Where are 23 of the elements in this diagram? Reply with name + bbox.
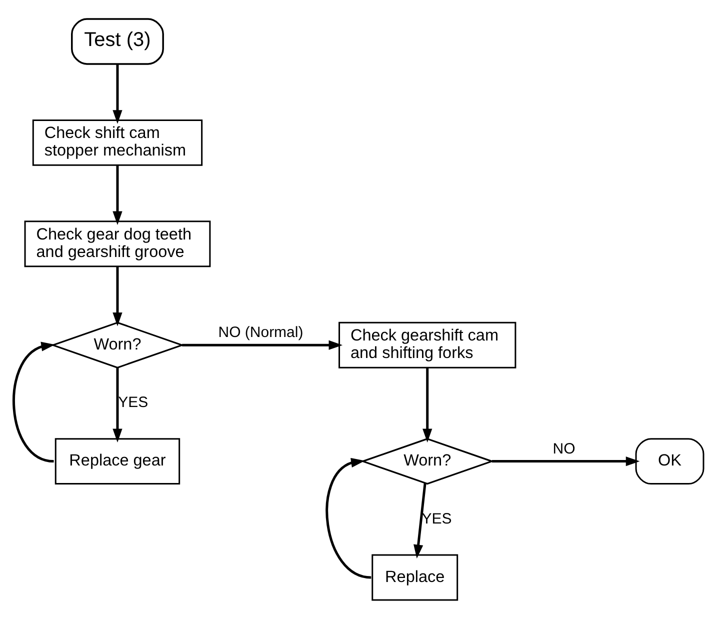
arrow xyxy=(182,340,343,350)
arrow xyxy=(326,458,372,579)
arrow xyxy=(492,456,640,466)
node-diamond: Worn? xyxy=(50,322,184,368)
node-box: Test (3) xyxy=(71,18,164,65)
node-box: Replace gear xyxy=(54,438,180,485)
arrow xyxy=(112,266,122,326)
arrow xyxy=(112,368,122,443)
arrow xyxy=(112,64,122,124)
node-box: Check gearshift cam and shifting forks xyxy=(338,322,516,368)
node-diamond: Worn? xyxy=(360,438,494,485)
arrow xyxy=(422,368,432,443)
edge-label: NO (Normal) xyxy=(218,324,304,342)
node-box: Check shift cam stopper mechanism xyxy=(32,119,203,166)
edge-label: YES xyxy=(118,394,148,412)
arrow xyxy=(112,165,122,226)
arrow xyxy=(414,483,426,559)
edge-label: YES xyxy=(422,510,452,528)
arrow xyxy=(12,342,55,463)
node-box: Replace xyxy=(372,554,458,601)
node-box: Check gear dog teeth and gearshift groove xyxy=(24,220,211,268)
edge-label: NO xyxy=(552,440,576,458)
node-box: OK xyxy=(635,438,704,485)
